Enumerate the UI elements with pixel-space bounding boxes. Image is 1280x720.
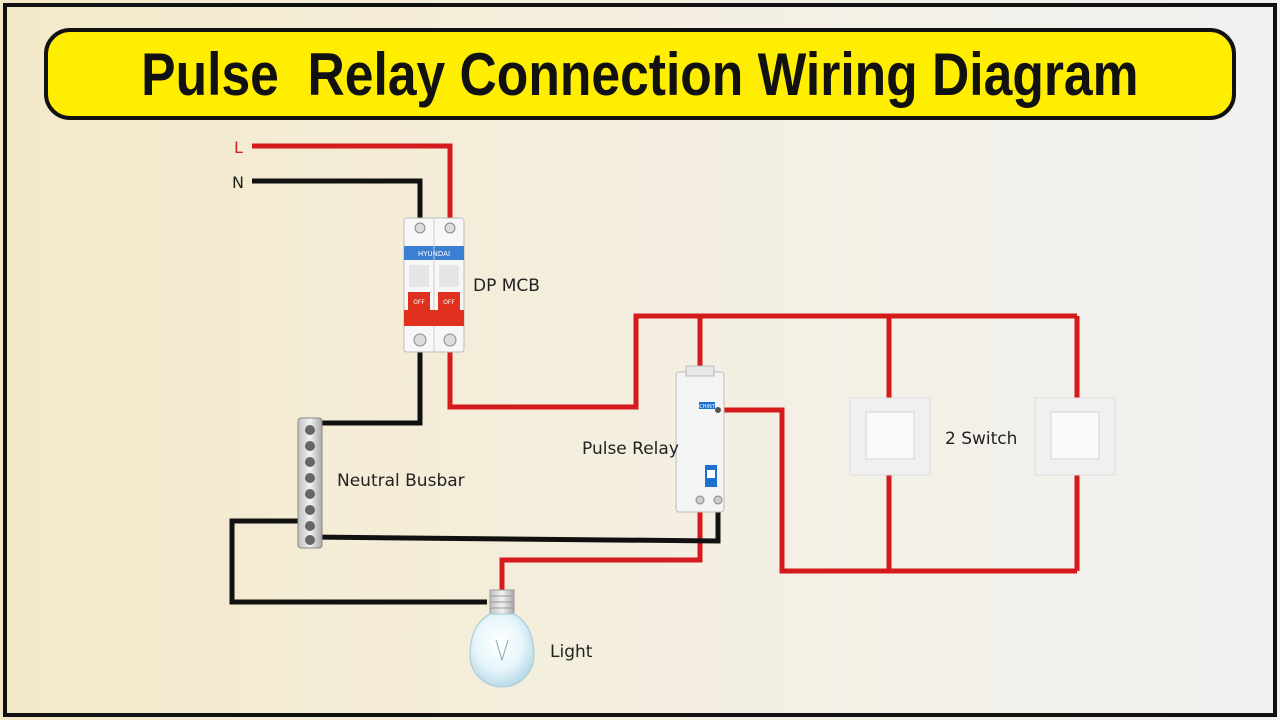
- switch-common-return-wire: [718, 407, 1077, 574]
- pulse-relay: CHINT: [675, 365, 725, 513]
- mcb-label: DP MCB: [473, 276, 540, 296]
- switch-2: [1034, 397, 1116, 476]
- relay-brand: CHINT: [699, 404, 715, 410]
- light-label: Light: [550, 642, 593, 662]
- light-bulb: [469, 589, 535, 688]
- mcb-off-right: OFF: [443, 299, 455, 306]
- line-label: L: [234, 138, 243, 157]
- neutral-busbar-to-relay-wire: [309, 512, 721, 544]
- page-title: Pulse Relay Connection Wiring Diagram: [141, 40, 1139, 108]
- mcb-handle-left: [408, 292, 430, 310]
- neutral-mcb-to-busbar-wire: [310, 352, 423, 426]
- switch-1: [849, 397, 931, 476]
- title-banner: Pulse Relay Connection Wiring Diagram: [44, 28, 1236, 120]
- mcb-handle-right: [438, 292, 460, 310]
- outer-border: [3, 3, 1277, 717]
- busbar-label: Neutral Busbar: [337, 471, 465, 491]
- relay-to-light-wire: [499, 512, 703, 590]
- switches-label: 2 Switch: [945, 429, 1018, 449]
- dp-mcb: HYUNDAI OFF OFF: [403, 217, 465, 353]
- live-mcb-out-wire: [447, 313, 1077, 410]
- live-supply-wire: [252, 143, 453, 222]
- relay-label: Pulse Relay: [582, 439, 679, 459]
- mcb-off-left: OFF: [413, 299, 425, 306]
- neutral-busbar: [297, 417, 323, 549]
- neutral-busbar-to-light-wire: [229, 518, 487, 605]
- neutral-label: N: [232, 173, 244, 192]
- neutral-supply-wire: [252, 178, 423, 222]
